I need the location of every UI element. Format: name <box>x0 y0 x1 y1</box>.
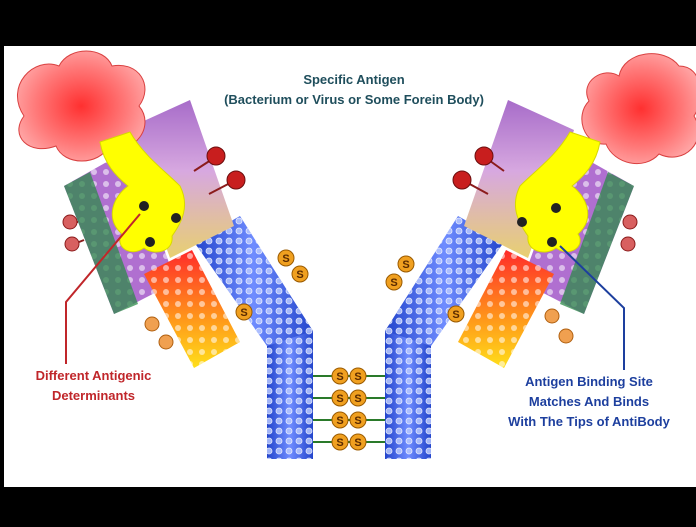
right-label-line-2: Matches And Binds <box>482 392 696 412</box>
disulfide-label: S <box>390 277 397 289</box>
disulfide-label: S <box>336 393 343 405</box>
right-label-line-3: With The Tips of AntiBody <box>482 412 696 432</box>
top-letterbox-bar <box>0 0 696 46</box>
title-line-2: (Bacterium or Virus or Some Forein Body) <box>164 90 544 110</box>
disulfide-label: S <box>240 307 247 319</box>
disulfide-label: S <box>402 259 409 271</box>
disulfide-label: S <box>336 437 343 449</box>
right-label: Antigen Binding Site Matches And Binds W… <box>482 372 696 432</box>
left-label-line-2: Determinants <box>6 386 181 406</box>
bottom-letterbox-bar <box>0 487 696 527</box>
title-line-1: Specific Antigen <box>164 70 544 90</box>
disulfide-label: S <box>282 253 289 265</box>
disulfide-label: S <box>336 371 343 383</box>
left-label: Different Antigenic Determinants <box>6 366 181 406</box>
heavy-chain-stem-right <box>385 331 431 459</box>
left-label-line-1: Different Antigenic <box>6 366 181 386</box>
heavy-chain-stem-left <box>267 331 313 459</box>
disulfide-label: S <box>452 309 459 321</box>
diagram-title: Specific Antigen (Bacterium or Virus or … <box>164 70 544 110</box>
disulfide-label: S <box>354 437 361 449</box>
disulfide-label: S <box>336 415 343 427</box>
disulfide-label: S <box>296 269 303 281</box>
disulfide-label: S <box>354 371 361 383</box>
disulfide-label: S <box>354 393 361 405</box>
right-label-line-1: Antigen Binding Site <box>482 372 696 392</box>
disulfide-label: S <box>354 415 361 427</box>
